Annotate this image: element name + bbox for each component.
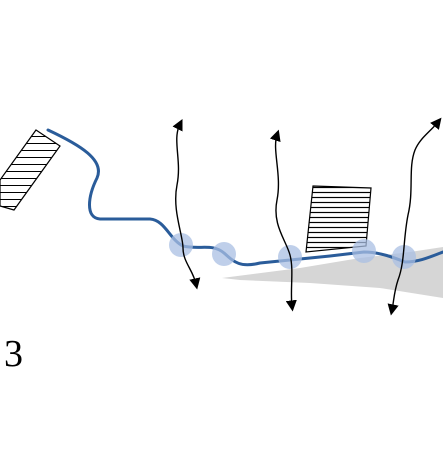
panel-label: 3	[4, 333, 23, 375]
arrow-1	[172, 118, 201, 290]
arrow-2	[269, 129, 297, 312]
hatched-building-left	[0, 129, 61, 211]
blue-route-line	[46, 128, 443, 267]
node-2	[212, 242, 236, 266]
arrow-3	[387, 117, 442, 316]
node-4	[352, 239, 376, 263]
